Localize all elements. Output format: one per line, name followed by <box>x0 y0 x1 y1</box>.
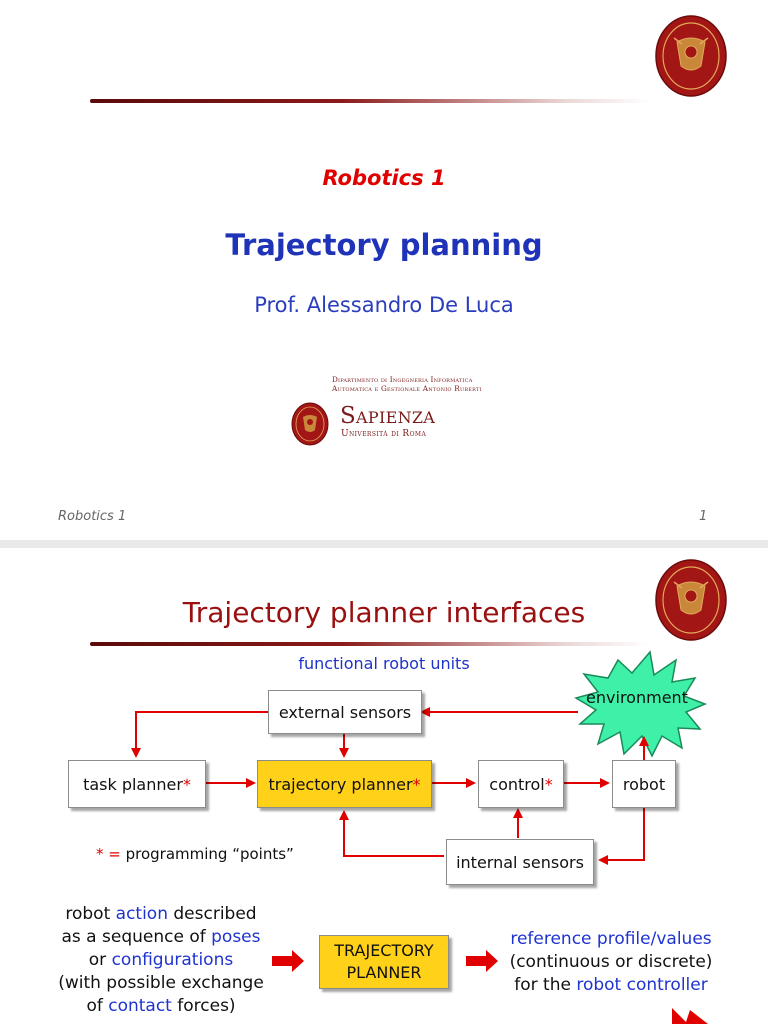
page-number: 1 <box>699 509 708 524</box>
robot-box: robot <box>612 760 676 808</box>
planner-line-1: TRAJECTORY <box>334 941 434 960</box>
text-fragment: for the <box>514 975 577 995</box>
keyword-action: action <box>115 904 168 924</box>
slide-title: Trajectory planner interfaces <box>182 596 586 629</box>
department-name: Dipartimento di Ingegneria Informatica A… <box>332 375 482 393</box>
keyword-reference-profile: reference profile/values <box>510 929 712 949</box>
text-line: (continuous or discrete) <box>509 952 713 972</box>
department-line-1: Dipartimento di Ingegneria Informatica <box>332 375 473 384</box>
robot-action-description: robot action described as a sequence of … <box>50 903 272 1018</box>
header-rule <box>90 642 650 646</box>
sapienza-seal-icon <box>655 559 727 641</box>
keyword-poses: poses <box>211 927 261 947</box>
continuation-arrow-icon <box>672 1008 708 1024</box>
task-planner-box: task planner* <box>68 760 206 808</box>
control-box: control* <box>478 760 564 808</box>
external-sensors-box: external sensors <box>268 690 422 734</box>
trajectory-planner-block: TRAJECTORY PLANNER <box>319 935 449 989</box>
programming-star: * <box>544 774 553 794</box>
keyword-contact: contact <box>108 996 172 1016</box>
text-fragment: robot <box>65 904 116 924</box>
diagram-arrows <box>131 650 708 1024</box>
text-fragment: forces) <box>171 996 236 1016</box>
trajectory-planner-label: trajectory planner <box>268 774 413 794</box>
external-sensors-label: external sensors <box>278 702 412 722</box>
planner-line-2: PLANNER <box>346 963 422 982</box>
environment-burst-shape <box>574 650 708 758</box>
slide-2: Trajectory planner interfaces functional… <box>0 548 768 1024</box>
reference-output-description: reference profile/values (continuous or … <box>500 928 722 997</box>
text-fragment: or <box>88 950 112 970</box>
text-line: (with possible exchange <box>58 973 264 993</box>
slide-title: Trajectory planning <box>225 228 543 262</box>
university-logo-icon <box>291 402 329 446</box>
programming-star: * <box>182 774 191 794</box>
internal-sensors-label: internal sensors <box>456 852 584 872</box>
text-fragment: described <box>167 904 257 924</box>
environment-label: environment <box>586 688 688 707</box>
text-fragment: of <box>86 996 109 1016</box>
robot-label: robot <box>622 774 666 794</box>
author-name: Prof. Alessandro De Luca <box>254 293 514 317</box>
legend-star: * <box>96 845 104 863</box>
slide-1: Robotics 1 Trajectory planning Prof. Ale… <box>58 15 727 524</box>
control-label: control <box>489 774 545 794</box>
trajectory-planner-box: trajectory planner* <box>257 760 432 808</box>
star-legend: * = programming “points” <box>96 845 294 863</box>
input-block-arrow-icon <box>272 950 304 972</box>
sapienza-seal-icon <box>655 15 727 97</box>
legend-text: programming “points” <box>125 845 294 863</box>
slide-separator <box>0 540 768 548</box>
units-label: functional robot units <box>298 654 470 673</box>
task-planner-label: task planner <box>83 774 183 794</box>
internal-sensors-box: internal sensors <box>446 839 594 885</box>
university-name: Sapienza <box>340 403 436 429</box>
keyword-configurations: configurations <box>111 950 234 970</box>
university-subtitle: Università di Roma <box>341 429 427 439</box>
department-line-2: Automatica e Gestionale Antonio Ruberti <box>332 383 482 393</box>
legend-equals: = <box>103 845 126 863</box>
programming-star: * <box>412 774 421 794</box>
text-fragment: as a sequence of <box>61 927 212 947</box>
header-rule <box>90 99 650 103</box>
footer-course: Robotics 1 <box>58 509 127 524</box>
keyword-robot-controller: robot controller <box>576 975 708 995</box>
course-name: Robotics 1 <box>322 166 446 190</box>
output-block-arrow-icon <box>466 950 498 972</box>
